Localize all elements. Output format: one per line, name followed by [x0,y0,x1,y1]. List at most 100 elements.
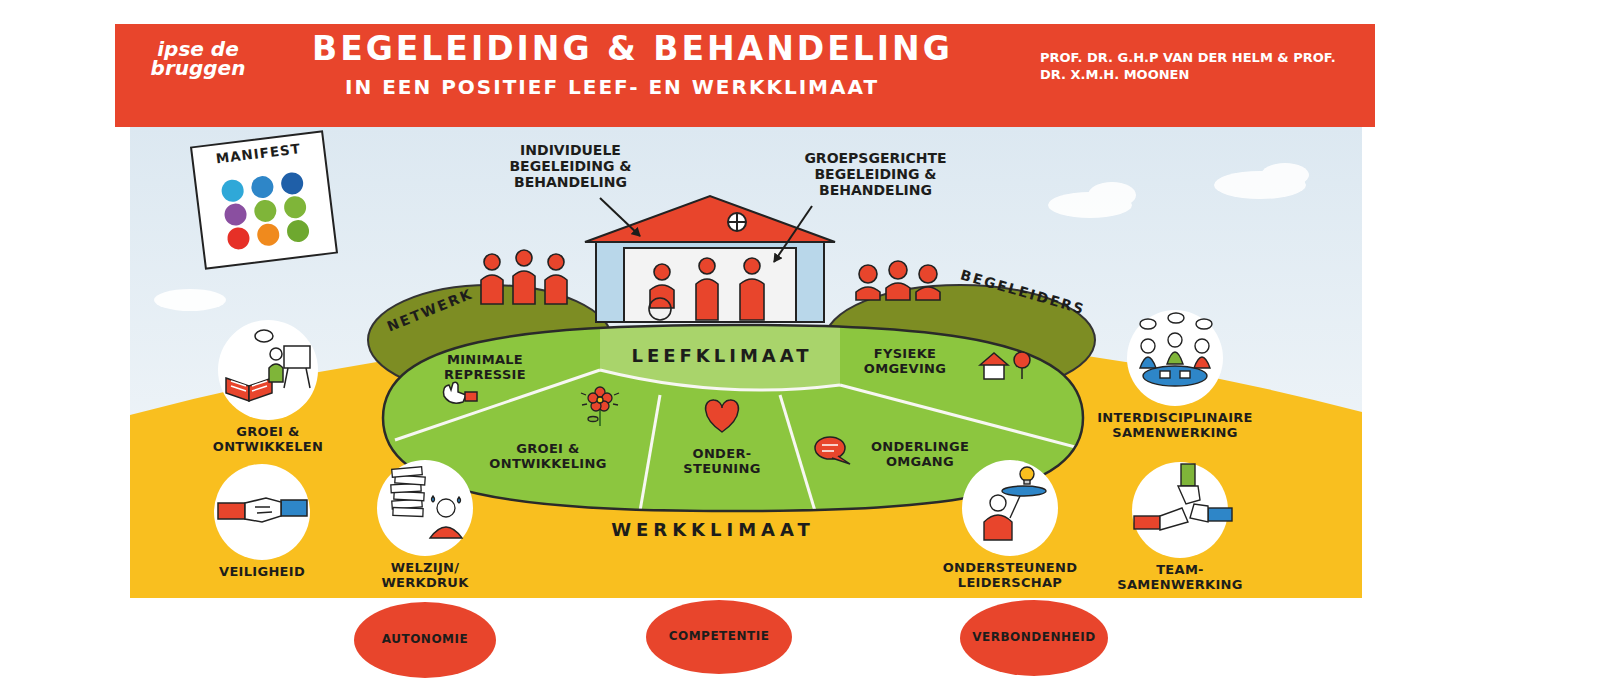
line-drawing [728,221,746,223]
circle-node: TEAM- SAMENWERKING [1110,460,1250,593]
ellipse-drawing [1002,486,1046,496]
sector-label: ONDER- STEUNING [674,447,770,477]
sector-label: FYSIEKE OMGEVING [850,347,960,377]
circle-drawing [484,254,500,270]
white-circle [962,460,1058,556]
rect-drawing [1180,371,1190,378]
ellipse-drawing [1196,319,1212,329]
line-drawing [306,368,310,388]
sector-node: ONDER- STEUNING [674,447,770,477]
manifest-dot [250,175,275,200]
ellipse-drawing [815,437,845,459]
path-drawing [740,279,764,320]
climate-factor-label: ONDERSTEUNEND LEIDERSCHAP [915,561,1105,591]
rect-drawing [393,507,423,516]
manifest-dot [280,171,305,196]
white-circle [377,460,473,556]
heart-icon [706,400,739,432]
circle-outline [187,462,337,562]
hand-icon [444,382,477,403]
circle-drawing [919,265,937,283]
line-shape [780,395,815,511]
path-drawing [430,527,462,538]
circle-drawing [728,213,746,231]
sky [130,127,1362,598]
path-drawing [231,381,267,391]
path-drawing [1160,508,1188,530]
rect-drawing [281,500,307,516]
circle-outline [915,458,1105,558]
white-circle [214,464,310,560]
path-drawing [1194,357,1210,368]
learning-icon [226,330,310,401]
line-drawing [1021,367,1023,379]
path-drawing [984,515,1012,540]
workload-icon [391,467,462,538]
path-drawing [916,287,940,300]
line-drawing [1010,496,1020,518]
path-drawing [1167,352,1183,364]
circle-drawing [859,265,877,283]
circle-drawing [602,393,612,403]
werk-node: WERKKLIMAATLEEFKLIMAATMINIMALE REPRESSIE… [130,127,1362,598]
circle-drawing [1020,467,1034,481]
need-label: VERBONDENHEID [972,631,1095,645]
line-drawing [736,213,738,231]
ellipse-drawing [154,289,226,311]
manifest-dot [283,195,308,220]
path-shape [600,370,840,390]
label-anchor: INDIVIDUELE BEGELEIDING & BEHANDELING [488,142,653,190]
path-drawing [832,456,850,464]
path-drawing [886,283,910,300]
manifest-dot [253,199,278,224]
circle-drawing [654,264,670,280]
circle-drawing [270,348,282,360]
sector-label: GROEI & ONTWIKKELING [483,442,613,472]
circle-drawing [588,393,598,403]
climate-factor-label: WELZIJN/ WERKDRUK [365,561,485,591]
sector-label: ONDERLINGE OMGANG [860,440,980,470]
ellipse-drawing [1140,319,1156,329]
white-circle [218,320,318,420]
path-drawing [444,382,466,403]
line-drawing [822,450,834,452]
line-drawing [613,404,618,405]
header-band [115,24,1375,127]
red-oval [646,600,792,674]
oval-node: AUTONOMIE [352,600,498,680]
circle-drawing [591,401,601,411]
subtitle: IN EEN POSITIEF LEEF- EN WERKKLIMAAT [345,76,965,99]
white-circle [1132,462,1228,558]
flower-icon [581,387,619,426]
sector-label: MINIMALE REPRESSIE [435,353,535,383]
callout-label: GROEPSGERICHTE BEGELEIDING & BEHANDELING [783,150,968,198]
line-drawing [614,393,619,395]
rect-drawing [1208,508,1232,521]
speech-icon [815,437,850,464]
leader-arrow [774,206,812,262]
red-oval [960,600,1108,676]
oval-node: VERBONDENHEID [958,598,1110,678]
path-drawing [513,271,535,304]
sector-node: MINIMALE REPRESSIE [435,353,535,383]
manifest-node: MANIFEST [189,129,339,271]
manifest-dot [256,222,281,247]
rect-drawing [284,346,310,368]
path-drawing [458,497,461,503]
line-drawing [822,444,838,446]
label-anchor: ipse de bruggen [138,40,258,78]
circle-drawing [744,258,760,274]
residents [649,258,764,320]
circle-outline [365,458,485,558]
label-anchor: IN EEN POSITIEF LEEF- EN WERKKLIMAAT [345,76,965,99]
path-drawing [696,279,718,320]
path-drawing [545,275,567,304]
path-drawing [856,287,880,300]
ellipse-drawing [1088,182,1136,208]
need-label: COMPETENTIE [669,630,770,644]
circle-drawing [1014,352,1030,368]
rect-drawing [1181,464,1195,486]
path-drawing [481,275,503,304]
title: BEGELEIDING & BEHANDELING [312,30,1012,68]
